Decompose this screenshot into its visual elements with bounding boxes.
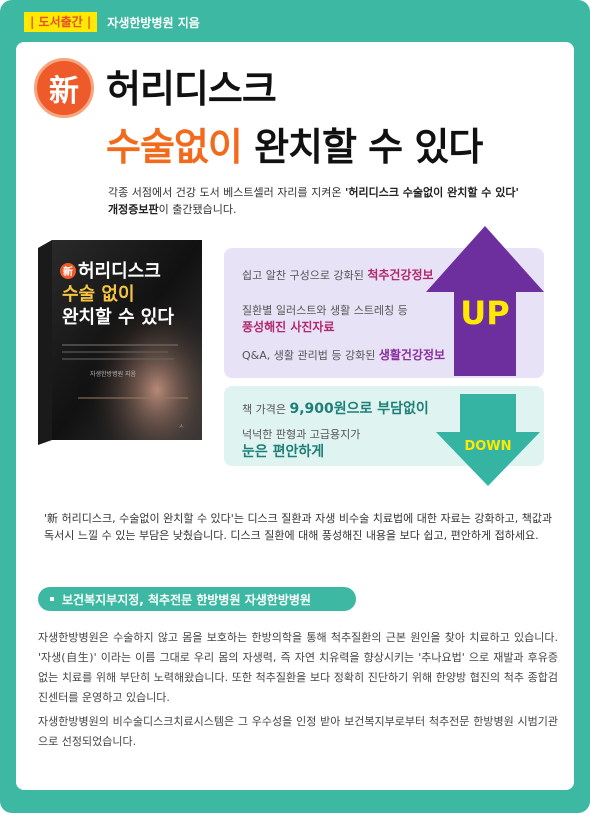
down-item-2-emphasis: 눈은 편안하게 xyxy=(242,444,325,460)
down-item-2: 넉넉한 판형과 고급용지가 xyxy=(242,428,361,441)
section-header: 보건복지부지정, 척추전문 한방병원 자생한방병원 xyxy=(38,587,356,611)
headline-highlight: 수술없이 xyxy=(106,125,243,169)
down-item-1: 책 가격은 9,900원으로 부담없이 xyxy=(242,401,429,417)
book-title1: 허리디스크 xyxy=(78,261,161,282)
section-paragraph-2: 자생한방병원의 비수술디스크치료시스템은 그 우수성을 인정 받아 보건복지부로… xyxy=(38,715,558,748)
book-badge: 新 xyxy=(63,265,73,278)
new-badge-icon: 新 xyxy=(34,58,94,118)
book-title3: 완치할 수 있다 xyxy=(62,306,174,328)
up-item-1: 쉽고 알찬 구성으로 강화된 척추건강정보 xyxy=(242,268,434,282)
book-author: 자생한방병원 지음 xyxy=(90,370,137,378)
up-item-2: 질환별 일러스트와 생활 스트레칭 등 xyxy=(242,304,408,317)
up-arrow-icon: UP xyxy=(426,226,544,376)
up-label: UP xyxy=(460,294,509,332)
book-description: '新 허리디스크, 수술없이 완치할 수 있다'는 디스크 질환과 자생 비수술… xyxy=(44,512,553,542)
section-title: 보건복지부지정, 척추전문 한방병원 자생한방병원 xyxy=(62,592,311,607)
intro-part1: 각종 서점에서 건강 도서 베스트셀러 자리를 지켜온 xyxy=(108,186,345,199)
category-tag: | 도서출간 | xyxy=(24,12,98,32)
headline-line1: 허리디스크 xyxy=(106,67,277,111)
content-card: 新 허리디스크 수술없이 완치할 수 있다 각종 서점에서 건강 도서 베스트셀… xyxy=(16,42,574,790)
book-title2: 수술 없이 xyxy=(62,284,135,305)
intro-book-title: '허리디스크 수술없이 완치할 수 있다' xyxy=(345,186,519,199)
book-cover-image: 新 허리디스크 수술 없이 완치할 수 있다 자생한방병원 지음 ㅅ xyxy=(38,240,202,445)
up-item-2-emphasis: 풍성해진 사진자료 xyxy=(242,320,335,334)
headline-line2: 수술없이 완치할 수 있다 xyxy=(106,116,483,171)
svg-text:ㅅ: ㅅ xyxy=(178,422,184,430)
top-bar: | 도서출간 | 자생한방병원 지음 xyxy=(24,12,200,32)
section-paragraph-1: 자생한방병원은 수술하지 않고 몸을 보호하는 한방의학을 통해 척추질환의 근… xyxy=(38,631,558,704)
bullet-icon xyxy=(50,597,54,601)
intro-text: 각종 서점에서 건강 도서 베스트셀러 자리를 지켜온 '허리디스크 수술없이 … xyxy=(108,184,548,218)
intro-part3: 이 출간됐습니다. xyxy=(158,203,237,216)
book-badge-icon xyxy=(60,263,76,279)
down-label: DOWN xyxy=(464,439,511,454)
up-item-3: Q&A, 생활 관리법 등 강화된 생활건강정보 xyxy=(242,348,446,362)
author-label: 자생한방병원 지음 xyxy=(107,15,200,30)
headline-rest: 완치할 수 있다 xyxy=(241,125,483,169)
down-arrow-icon: DOWN xyxy=(436,394,540,486)
intro-part2: 개정증보판 xyxy=(108,203,159,216)
